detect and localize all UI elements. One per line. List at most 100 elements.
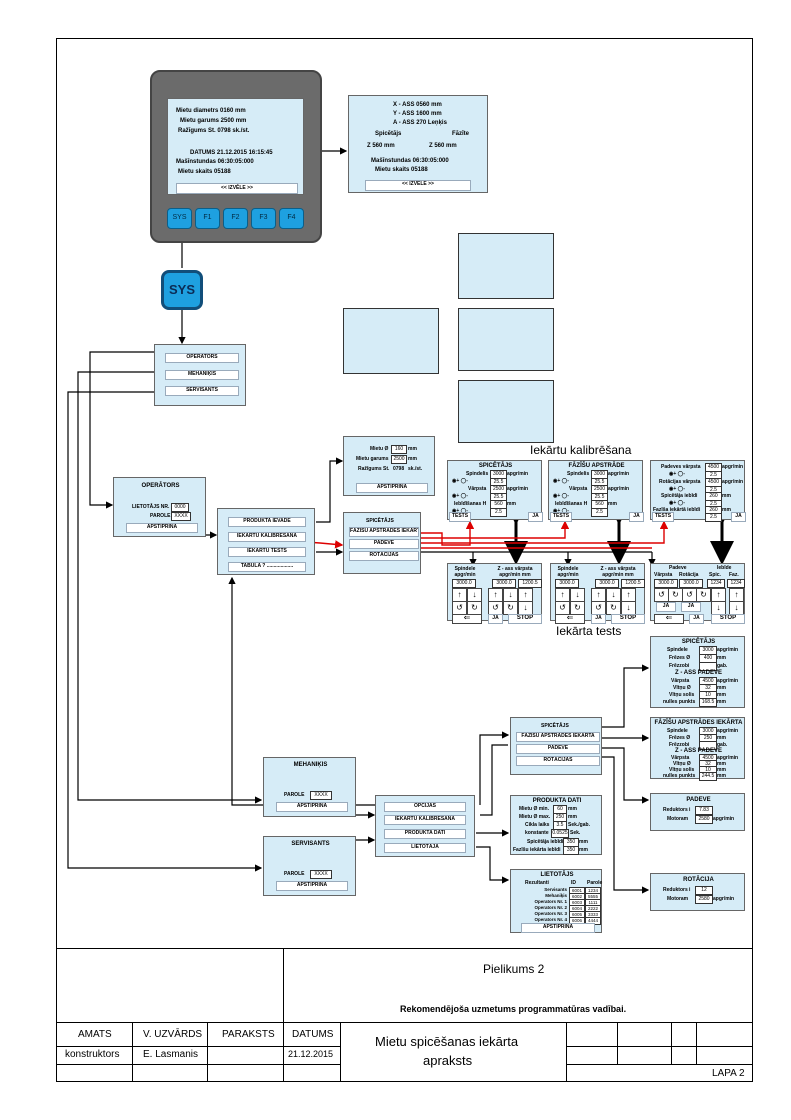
test-faze-ok-button[interactable]: JA: [591, 614, 606, 624]
radio-icon[interactable]: ◉+ ◯-: [553, 478, 569, 484]
mechanic-password-field[interactable]: XXXX: [310, 791, 332, 800]
radio-icon[interactable]: ◉+ ◯-: [452, 508, 468, 514]
rotate-cw-icon[interactable]: ↻: [606, 601, 621, 615]
or-field-2[interactable]: 2580: [695, 895, 713, 904]
test-feed-ok-button-3[interactable]: JA: [689, 614, 704, 624]
pd-field-4[interactable]: 0.0525: [551, 829, 569, 838]
or-field-1[interactable]: 12: [695, 886, 713, 895]
up-arrow-icon[interactable]: ↑: [555, 588, 570, 602]
test-feed-field-2[interactable]: 3000.0: [679, 579, 703, 588]
mech-calibration-item[interactable]: IEKĀRTU KALIBRĒŠANA: [384, 815, 466, 825]
test-feed-ok-button-1[interactable]: JA: [656, 602, 676, 612]
calib-spindle-tests-button[interactable]: TESTS: [449, 512, 471, 522]
menu-test[interactable]: IEKĀRTU TESTS: [228, 547, 306, 557]
up-arrow-icon[interactable]: ↑: [488, 588, 503, 602]
os-field-8[interactable]: 168.5: [699, 698, 717, 707]
calib-feed-tests-button[interactable]: TESTS: [652, 512, 674, 522]
users-confirm-button[interactable]: APSTIPRINA: [521, 923, 595, 933]
calib-spindle-ok-button[interactable]: JA: [528, 512, 543, 522]
radio-icon[interactable]: ◉+ ◯-: [669, 471, 685, 477]
service-confirm-button[interactable]: APSTIPRINA: [276, 881, 348, 891]
down-arrow-icon[interactable]: ↓: [729, 601, 744, 615]
rotate-cw-icon[interactable]: ↻: [668, 588, 683, 602]
up-arrow-icon[interactable]: ↑: [452, 588, 467, 602]
of-field-8[interactable]: 244.5: [699, 772, 717, 781]
sys-key-large[interactable]: SYS: [161, 270, 203, 310]
down-arrow-icon[interactable]: ↓: [503, 588, 518, 602]
radio-icon[interactable]: ◉+ ◯-: [553, 493, 569, 499]
calib-feed-ok-button[interactable]: JA: [731, 512, 746, 522]
key-f3[interactable]: F3: [251, 208, 276, 229]
calib-faze-step-3[interactable]: 2.5: [591, 508, 608, 517]
axes-select-button[interactable]: << IZVĒLE >>: [365, 180, 471, 191]
test-feed-field-1[interactable]: 3000.0: [654, 579, 678, 588]
rotate-ccw-icon[interactable]: ↺: [654, 588, 669, 602]
of-field-3[interactable]: [699, 741, 717, 750]
product-confirm-button[interactable]: APSTIPRINA: [356, 483, 428, 493]
menu-table[interactable]: TABULA ? ...................: [228, 562, 306, 572]
test-feed-stop-button[interactable]: STOP: [711, 614, 745, 624]
operator-confirm-button[interactable]: APSTIPRINA: [126, 523, 198, 533]
test-spindle-stop-button[interactable]: STOP: [508, 614, 542, 624]
calib-faze-ok-button[interactable]: JA: [629, 512, 644, 522]
rotate-ccw-icon[interactable]: ↺: [488, 601, 503, 615]
down-arrow-icon[interactable]: ↓: [621, 601, 636, 615]
down-arrow-icon[interactable]: ↓: [570, 588, 585, 602]
menu-calibration[interactable]: IEKĀRTU KALIBRĒŠANA: [228, 532, 306, 542]
up-arrow-icon[interactable]: ↑: [729, 588, 744, 602]
radio-icon[interactable]: ◉+ ◯-: [452, 478, 468, 484]
ofd-field-1[interactable]: 7.83: [695, 806, 713, 815]
calib-spindle-item[interactable]: SPICĒTĀJS: [366, 518, 394, 524]
calib-faze-item[interactable]: FĀZĪŠU APSTRĀDES IEKĀRTA: [349, 527, 419, 537]
test-spindle-field-1[interactable]: 3000.0: [452, 579, 476, 588]
service-password-field[interactable]: XXXX: [310, 870, 332, 879]
test-faze-field-2[interactable]: 3000.0: [595, 579, 619, 588]
back-arrow-icon[interactable]: ⇐: [452, 614, 482, 624]
key-sys[interactable]: SYS: [167, 208, 192, 229]
ofd-field-2[interactable]: 2580: [695, 815, 713, 824]
down-arrow-icon[interactable]: ↓: [606, 588, 621, 602]
mech-product-data-item[interactable]: PRODUKTA DATI: [384, 829, 466, 839]
radio-icon[interactable]: ◉+ ◯-: [553, 508, 569, 514]
radio-icon[interactable]: ◉+ ◯-: [669, 486, 685, 492]
back-arrow-icon[interactable]: ⇐: [654, 614, 684, 624]
back-arrow-icon[interactable]: ⇐: [555, 614, 585, 624]
test-faze-field-1[interactable]: 3000.0: [555, 579, 579, 588]
up-arrow-icon[interactable]: ↑: [711, 588, 726, 602]
rotate-cw-icon[interactable]: ↻: [503, 601, 518, 615]
user-number-field[interactable]: 0000: [171, 503, 189, 512]
length-field[interactable]: 2500: [391, 455, 407, 464]
rotate-cw-icon[interactable]: ↻: [696, 588, 711, 602]
test-feed-field-4[interactable]: 1234: [727, 579, 745, 588]
test-faze-field-3[interactable]: 1200.5: [621, 579, 645, 588]
test-spindle-ok-button[interactable]: JA: [488, 614, 503, 624]
mech-options-item[interactable]: OPCIJAS: [384, 802, 466, 812]
opt-faze-item[interactable]: FĀZĪŠU APSTRĀDES IEKĀRTA: [516, 732, 600, 742]
mech-user-item[interactable]: LIETOTĀJA: [384, 843, 466, 853]
down-arrow-icon[interactable]: ↓: [467, 588, 482, 602]
rotate-ccw-icon[interactable]: ↺: [682, 588, 697, 602]
up-arrow-icon[interactable]: ↑: [621, 588, 636, 602]
test-feed-field-3[interactable]: 1234: [707, 579, 725, 588]
test-faze-stop-button[interactable]: STOP: [611, 614, 645, 624]
role-mechanic-button[interactable]: MEHANIĶIS: [165, 370, 239, 380]
down-arrow-icon[interactable]: ↓: [711, 601, 726, 615]
opt-feed-item[interactable]: PADEVE: [516, 744, 600, 754]
test-spindle-field-3[interactable]: 1200.5: [518, 579, 542, 588]
role-service-button[interactable]: SERVISANTS: [165, 386, 239, 396]
radio-icon[interactable]: ◉+ ◯-: [669, 500, 685, 506]
os-field-3[interactable]: [699, 662, 717, 671]
key-f4[interactable]: F4: [279, 208, 304, 229]
up-arrow-icon[interactable]: ↑: [518, 588, 533, 602]
radio-icon[interactable]: ◉+ ◯-: [452, 493, 468, 499]
mechanic-confirm-button[interactable]: APSTIPRINA: [276, 802, 348, 812]
opt-spindle-item[interactable]: SPICĒTĀJS: [541, 723, 569, 729]
test-spindle-field-2[interactable]: 3000.0: [492, 579, 516, 588]
test-feed-ok-button-2[interactable]: JA: [681, 602, 701, 612]
calib-rotation-item[interactable]: ROTĀCIJAS: [349, 551, 419, 561]
calib-feed-step-4[interactable]: 2.5: [705, 513, 722, 522]
calib-spindle-step-3[interactable]: 2.5: [490, 508, 507, 517]
opt-rotation-item[interactable]: ROTĀCIJAS: [516, 756, 600, 766]
pd-field-6[interactable]: 350: [563, 846, 579, 855]
down-arrow-icon[interactable]: ↓: [518, 601, 533, 615]
